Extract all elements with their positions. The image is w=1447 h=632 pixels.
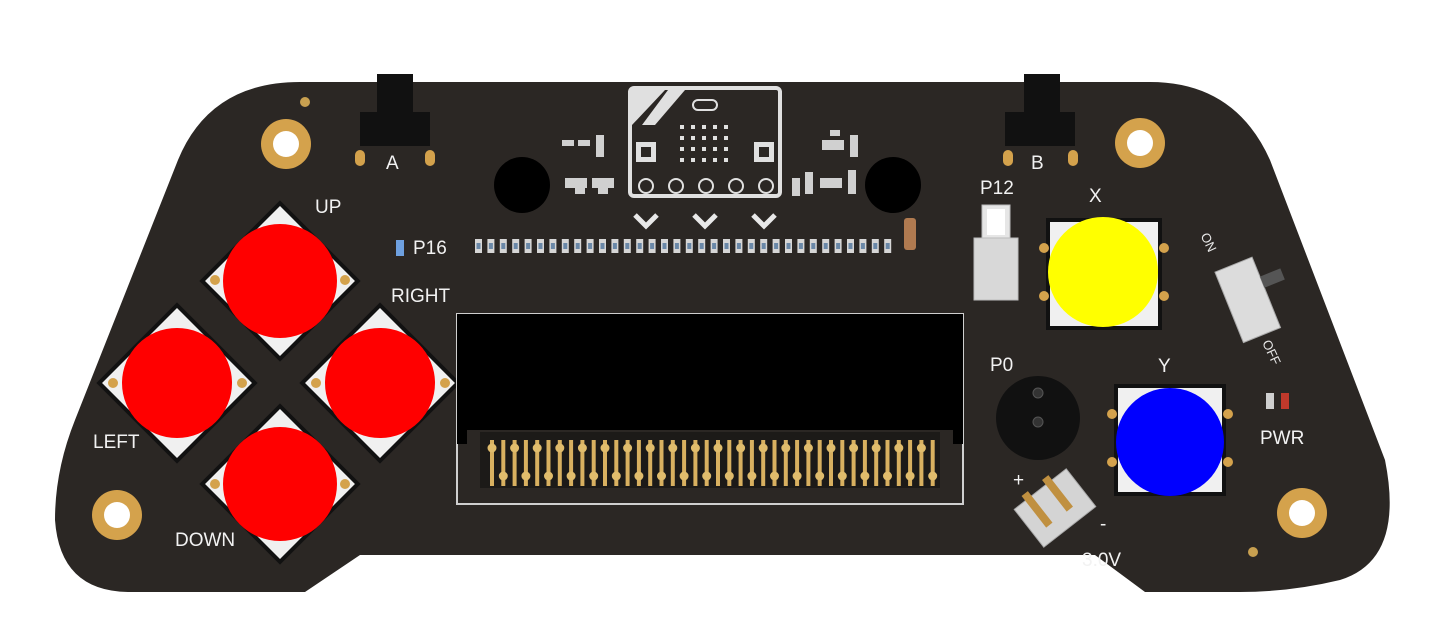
battery-connector <box>1013 468 1097 548</box>
connector-pin <box>783 440 788 486</box>
connector-pin <box>693 440 698 486</box>
connector-pin <box>772 440 777 486</box>
label-y: Y <box>1158 356 1171 377</box>
connector-pin <box>704 440 709 486</box>
label-a: A <box>386 153 399 174</box>
dpad-down-button[interactable] <box>199 403 361 565</box>
dpad-left-button[interactable] <box>96 302 258 464</box>
connector-pin <box>840 440 845 486</box>
connector-pin <box>670 440 675 486</box>
mount-hole-black-left <box>494 157 550 213</box>
connector-pin <box>716 440 720 486</box>
mount-hole-top-left <box>261 119 311 169</box>
connector-pin <box>569 440 574 486</box>
capacitor <box>904 218 916 250</box>
connector-pin <box>614 440 619 486</box>
connector-pin <box>749 440 754 486</box>
button-b[interactable] <box>1003 74 1078 166</box>
connector-pin <box>636 440 641 486</box>
connector-pin <box>862 440 867 486</box>
connector-pin <box>490 440 494 486</box>
p12-module <box>973 204 1019 301</box>
connector-pin <box>603 440 607 486</box>
label-x: X <box>1089 186 1102 207</box>
chevron-down-icon <box>633 213 777 230</box>
connector-pin <box>738 440 743 486</box>
edge-connector <box>456 313 964 505</box>
mount-hole-top-right <box>1115 118 1165 168</box>
label-pwr: PWR <box>1260 428 1304 449</box>
label-b: B <box>1031 153 1044 174</box>
mount-hole-bottom-left <box>92 490 142 540</box>
label-left: LEFT <box>93 432 140 453</box>
connector-pin <box>930 440 935 486</box>
connector-pin <box>896 440 901 486</box>
resistor-row <box>475 239 892 253</box>
smd-components <box>562 130 858 196</box>
connector-pin <box>806 440 811 486</box>
connector-pin <box>874 440 879 486</box>
label-p12: P12 <box>980 178 1014 199</box>
connector-pin <box>625 440 630 486</box>
label-up: UP <box>315 197 341 218</box>
mount-hole-black-right <box>865 157 921 213</box>
label-on: ON <box>1198 230 1220 254</box>
label-plus: + <box>1013 470 1024 491</box>
label-down: DOWN <box>175 530 235 551</box>
connector-pin <box>795 440 800 486</box>
connector-pin <box>659 440 664 486</box>
connector-pin <box>591 440 596 486</box>
connector-pin <box>523 440 528 486</box>
connector-pin <box>648 440 653 486</box>
buzzer-p0 <box>996 376 1080 460</box>
dpad-right-button[interactable] <box>299 302 461 464</box>
label-p16: P16 <box>413 238 447 259</box>
label-right: RIGHT <box>391 286 451 307</box>
button-y[interactable] <box>1107 384 1233 496</box>
connector-pin <box>885 440 890 486</box>
connector-pin <box>512 440 517 486</box>
connector-pin <box>546 440 551 486</box>
connector-pin <box>501 440 506 486</box>
led-p16 <box>396 240 404 256</box>
connector-pin <box>919 440 924 486</box>
connector-pin <box>817 440 822 486</box>
connector-pin <box>682 440 687 486</box>
label-minus: - <box>1100 514 1106 535</box>
led-pwr <box>1266 393 1289 409</box>
connector-pin <box>908 440 913 486</box>
connector-pin <box>580 440 585 486</box>
power-switch[interactable] <box>1214 249 1301 344</box>
connector-pin <box>829 440 833 486</box>
mount-hole-bottom-right <box>1277 488 1327 538</box>
button-a[interactable] <box>355 74 435 166</box>
dpad-up-button[interactable] <box>199 200 361 362</box>
connector-pin <box>851 440 856 486</box>
connector-pin <box>761 440 766 486</box>
connector-pin <box>535 440 540 486</box>
label-p0: P0 <box>990 355 1013 376</box>
button-x[interactable] <box>1039 217 1169 330</box>
connector-pin <box>557 440 562 486</box>
connector-pin <box>727 440 732 486</box>
microbit-logo-icon <box>628 86 782 198</box>
label-voltage: 3.0V <box>1082 550 1121 571</box>
